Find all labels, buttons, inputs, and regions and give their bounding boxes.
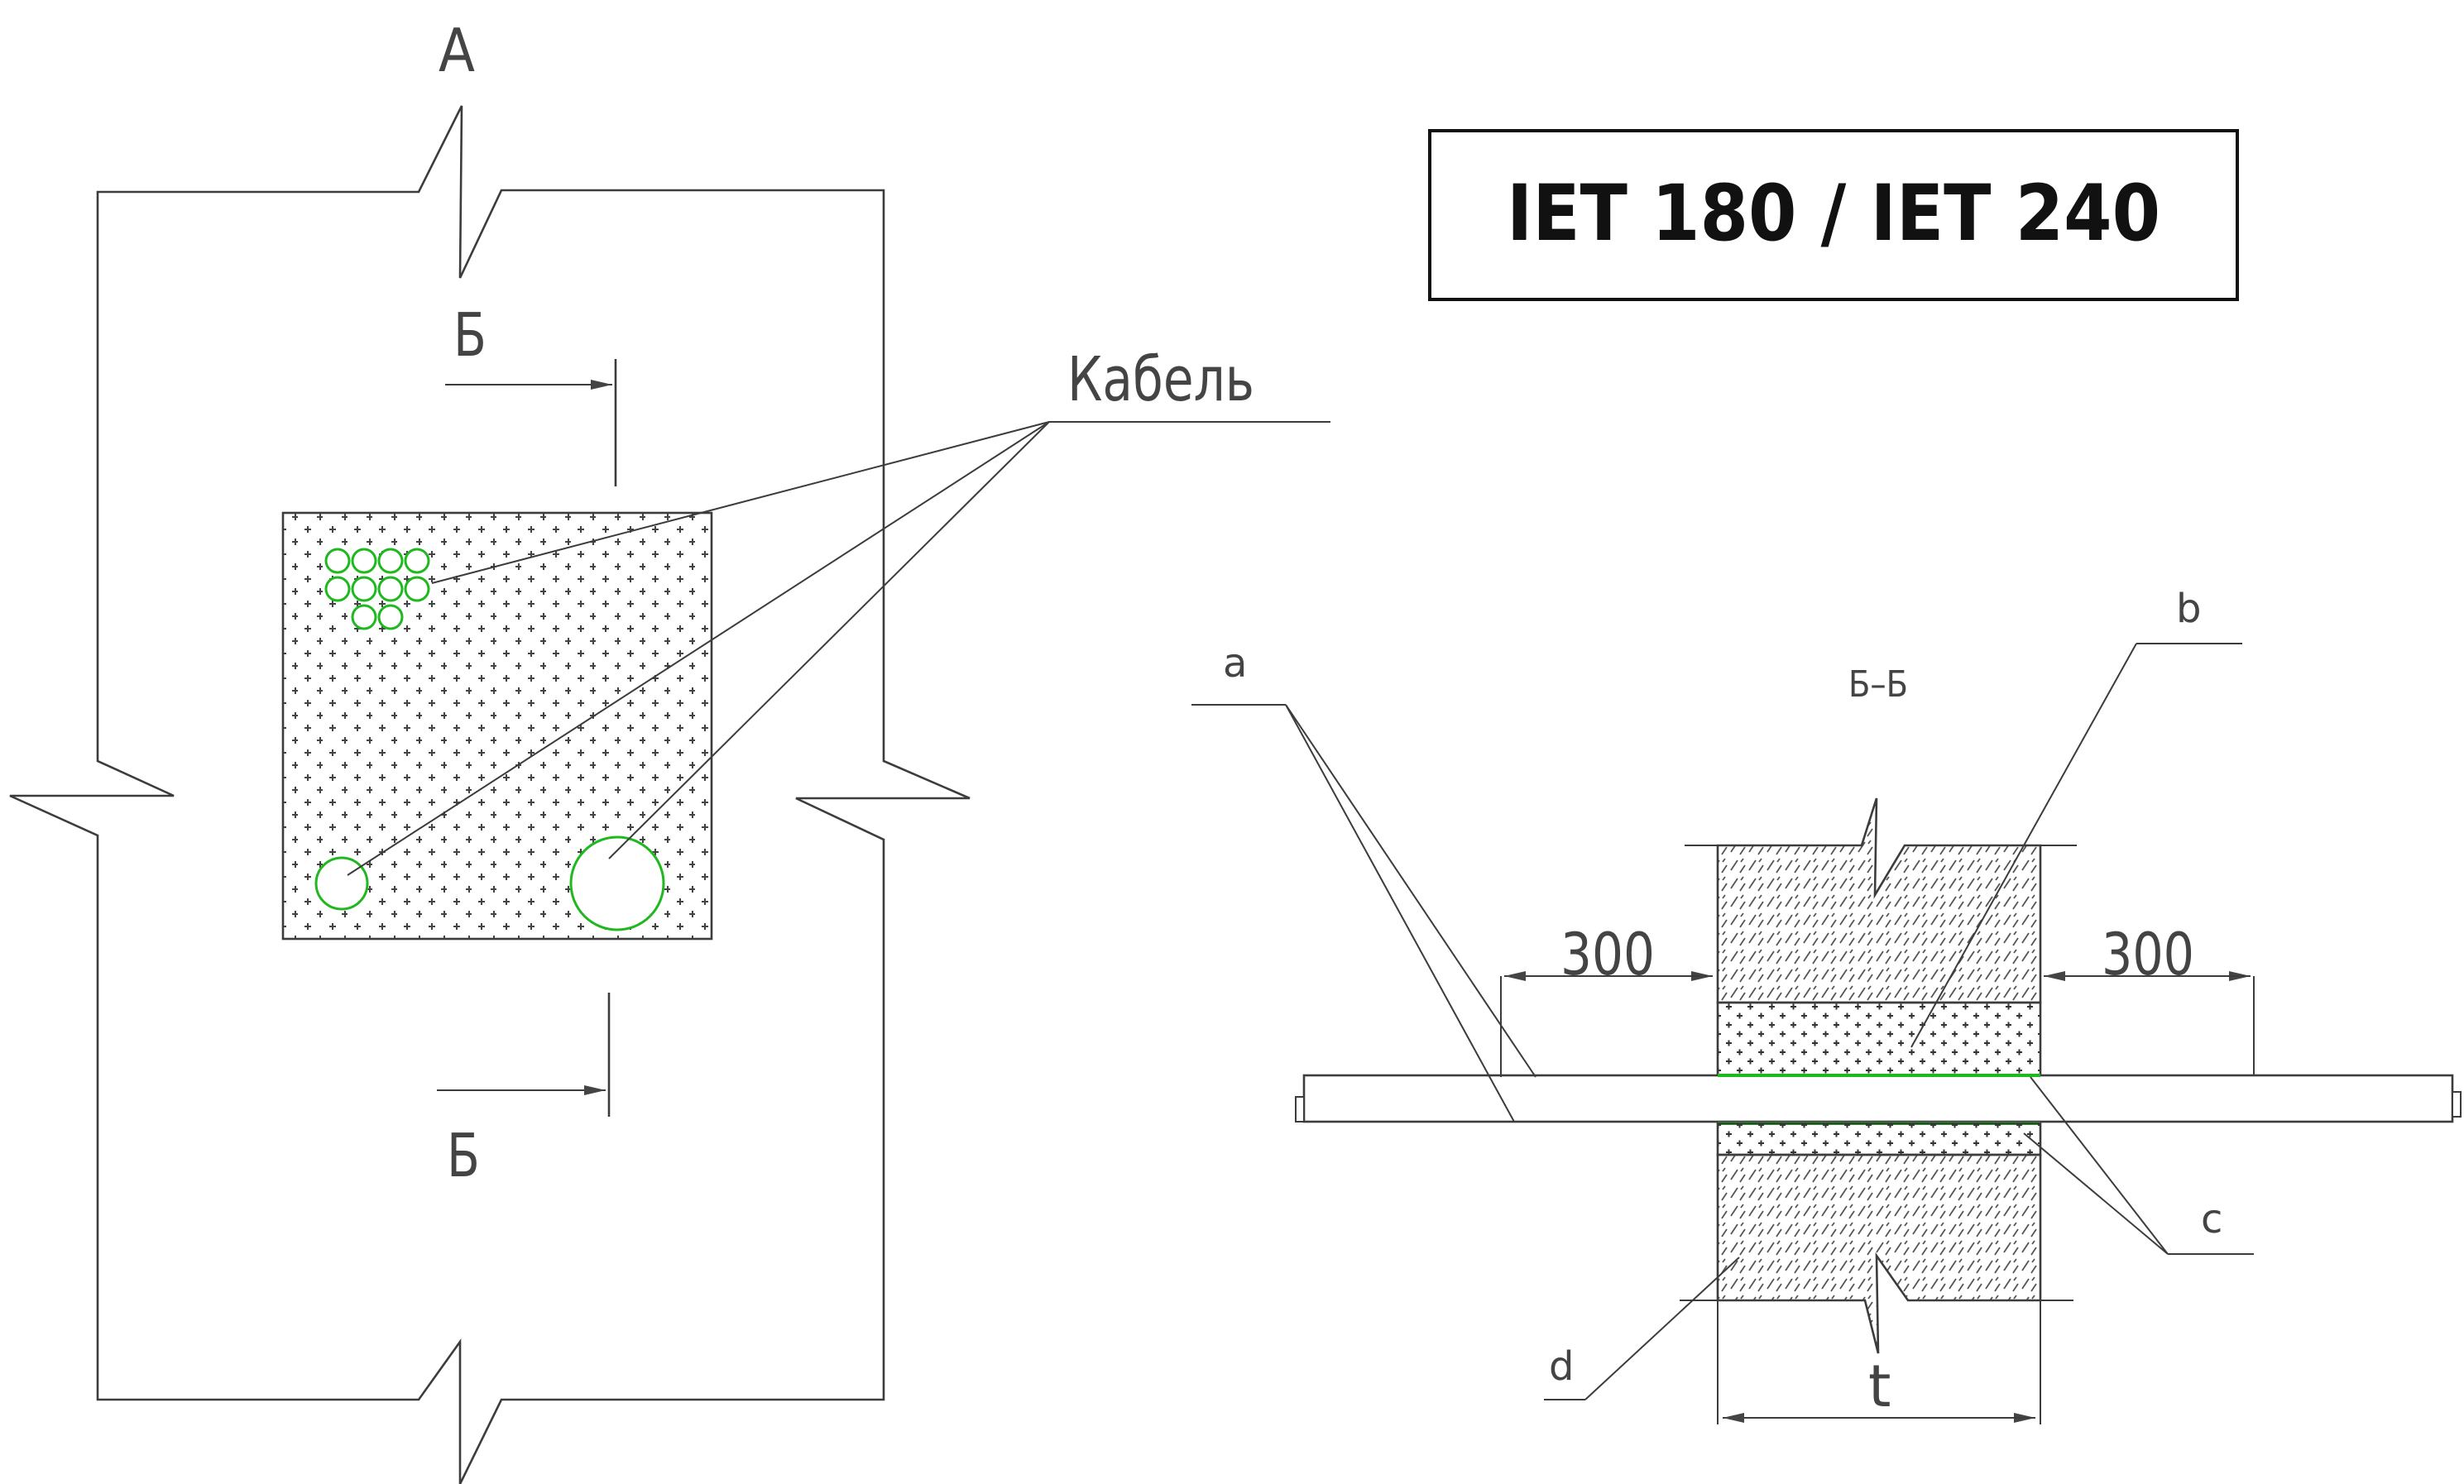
label-c: c [2201, 1196, 2222, 1242]
label-b: b [2176, 586, 2201, 632]
section-label-bottom: Б [447, 1121, 480, 1190]
title-box: IET 180 / IET 240 [1428, 129, 2239, 301]
label-d: d [1549, 1343, 1574, 1390]
cable-large [569, 835, 665, 931]
seal-band-lower [1716, 1122, 2042, 1156]
cable-rod [1302, 1074, 2454, 1123]
dim-left: 300 [1560, 921, 1655, 989]
section-label-top: Б [453, 300, 487, 370]
wall-lower [1716, 1153, 2042, 1354]
title: IET 180 / IET 240 [1507, 169, 2160, 259]
wall-outline [9, 105, 971, 1484]
wall-upper [1716, 797, 2042, 1004]
section-name: Б–Б [1848, 663, 1908, 706]
cable-label: Кабель [1067, 344, 1254, 415]
cable-bundle [324, 548, 430, 630]
label-a: a [1223, 640, 1247, 687]
section-bb: Б–Б 300 300 t [1191, 586, 2462, 1424]
dim-t: t [1868, 1352, 1891, 1420]
dim-right: 300 [2102, 921, 2194, 989]
cable-medium [314, 856, 369, 911]
seal-band-upper [1716, 1001, 2042, 1077]
view-label-a: А [439, 16, 475, 85]
view-a: Кабель А Б Б [9, 16, 1330, 1484]
